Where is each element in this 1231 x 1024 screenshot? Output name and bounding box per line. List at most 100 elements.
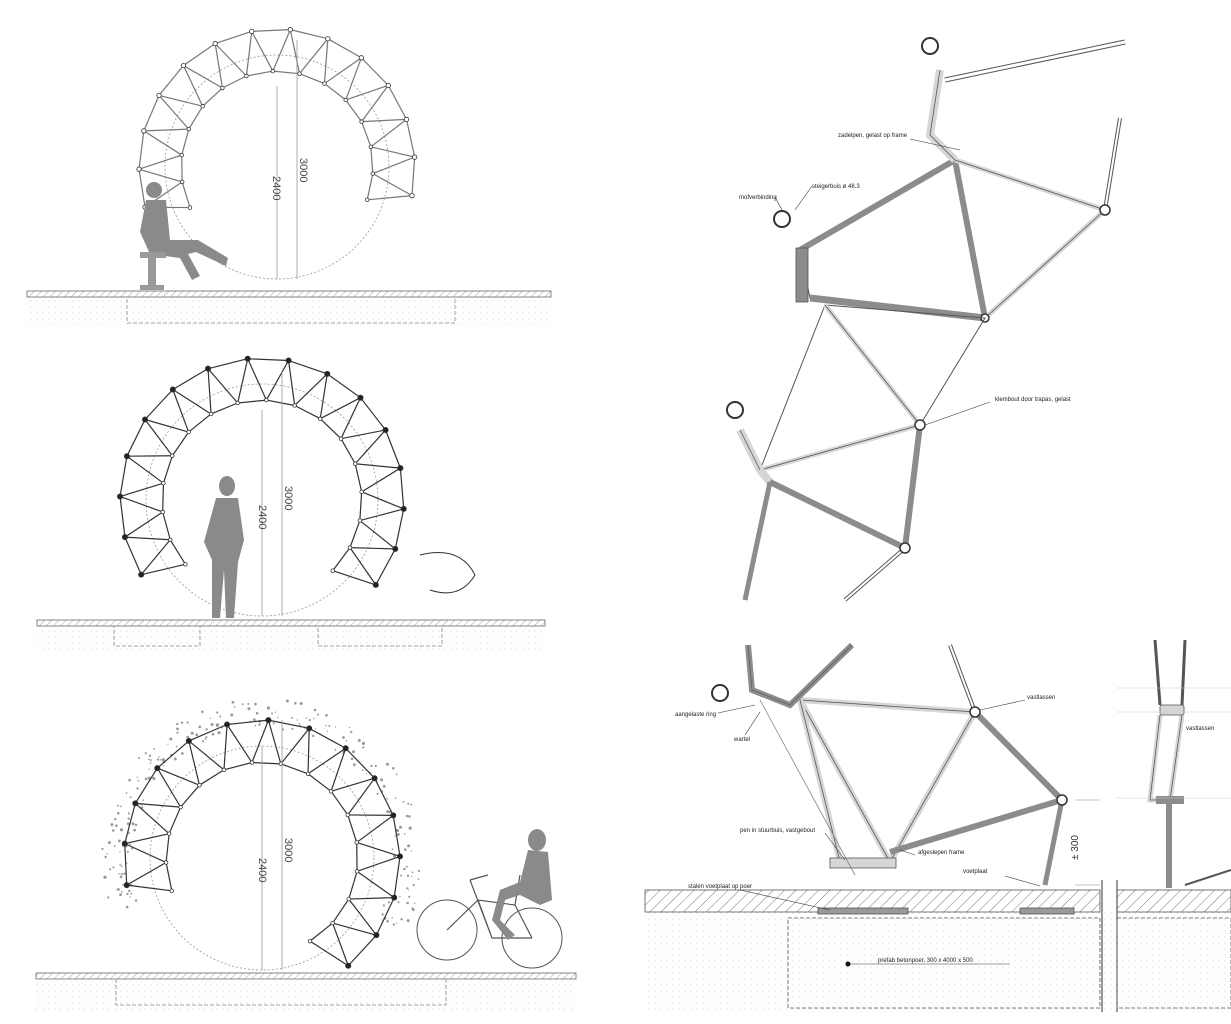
truss-member (332, 898, 350, 924)
foliage-dot (313, 717, 315, 719)
foliage-dot (396, 833, 400, 836)
foliage-dot (411, 875, 413, 877)
dim-inner-3: 2400 (256, 858, 268, 882)
truss-member (354, 463, 363, 492)
label-mofverbinding: mofverbinding (739, 195, 777, 201)
foliage-dot (274, 711, 276, 713)
truss-joint (297, 71, 302, 76)
truss-member (119, 482, 164, 498)
foliage-dot (209, 717, 212, 719)
foliage-dot (255, 711, 259, 715)
truss-joint (328, 789, 334, 794)
foliage-dot (216, 711, 219, 714)
foliage-dot (148, 758, 150, 760)
foliage-dots (101, 699, 420, 926)
foliage-dot (181, 752, 184, 755)
truss-member (124, 511, 164, 538)
truss-member (327, 38, 362, 59)
truss-joint (141, 128, 147, 134)
foliage-dot (391, 848, 394, 851)
foliage-dot (271, 712, 273, 715)
foliage-dot (380, 778, 384, 782)
truss-member (375, 548, 396, 586)
truss-member (247, 358, 267, 401)
foliage-dot (134, 823, 138, 827)
foliage-dot (119, 893, 122, 897)
foliage-dot (186, 721, 189, 724)
foliage-dot (413, 902, 416, 905)
truss-member (287, 360, 296, 406)
detail-top: zadelpen, gelast op frame steigerbuis ø … (726, 37, 1126, 602)
truss-member (182, 65, 204, 107)
foliage-dot (408, 815, 411, 818)
bike-frame-mounted (711, 642, 1100, 915)
truss-member (199, 769, 225, 786)
foliage-dot (204, 738, 207, 740)
truss-member (158, 94, 203, 107)
foliage-dot (386, 810, 390, 814)
cyclist (416, 829, 563, 969)
foliage-dot (266, 706, 270, 710)
label-prefab-betonpoer: prefab betonpoer, 300 x 4000 x 500 (878, 958, 973, 964)
foliage-dot (412, 884, 415, 887)
truss-joint (322, 81, 327, 86)
truss-joint (370, 171, 375, 176)
truss-member (226, 719, 269, 726)
label-zadelpen: zadelpen, gelast op frame (838, 133, 908, 139)
truss-member (372, 156, 415, 175)
dim-inner-1: 2400 (270, 176, 282, 200)
truss-member (290, 29, 328, 40)
truss-joint (154, 765, 161, 772)
truss-member (214, 43, 247, 77)
foliage-dot (112, 866, 115, 869)
label-pen-in-stuurbuis: pen in stuurbuis, vastgebout (740, 828, 815, 834)
truss-member (359, 491, 363, 521)
truss-member (345, 57, 362, 101)
foliage-dot (406, 901, 409, 905)
truss-member (143, 128, 189, 132)
foliage-dot (117, 812, 120, 815)
foliage-dot (119, 851, 121, 853)
truss-member (188, 105, 204, 130)
truss-member (326, 373, 361, 399)
truss-joint (132, 800, 139, 807)
foliage-dot (313, 708, 317, 712)
truss-member (251, 719, 269, 763)
foliage-dot (123, 872, 126, 875)
truss-member (332, 922, 349, 966)
truss-joint (166, 831, 172, 836)
foliage-dot (392, 923, 395, 926)
truss-member (319, 418, 342, 440)
truss-member (309, 922, 333, 942)
truss-member (171, 431, 190, 457)
truss-member (237, 358, 249, 404)
foliage-dot (317, 713, 319, 716)
foliage-dot (242, 703, 244, 705)
truss-joint (186, 126, 191, 132)
truss-joint (161, 480, 166, 486)
truss-member (370, 146, 415, 158)
foliage-dot (101, 847, 104, 851)
foliage-dot (382, 904, 385, 907)
truss-joint (265, 717, 272, 724)
foliage-dot (216, 725, 219, 728)
truss-member (124, 843, 167, 864)
truss-joint (373, 932, 380, 939)
truss-member (360, 397, 387, 431)
truss-joint (221, 767, 227, 773)
truss-member (188, 740, 201, 786)
truss-member (372, 173, 413, 197)
foliage-dot (176, 722, 179, 726)
foliage-dot (120, 873, 123, 876)
foliage-dot (395, 773, 398, 776)
truss-joint (117, 493, 124, 500)
truss-joint (385, 82, 391, 88)
foliage-dot (381, 919, 383, 921)
foliage-dot (352, 763, 356, 767)
foliage-dot (217, 731, 221, 735)
truss-member (172, 368, 209, 391)
truss-member (210, 402, 238, 415)
dim-outer-1: 3000 (297, 158, 309, 182)
foliage-dot (180, 721, 184, 724)
truss-member (280, 727, 310, 765)
